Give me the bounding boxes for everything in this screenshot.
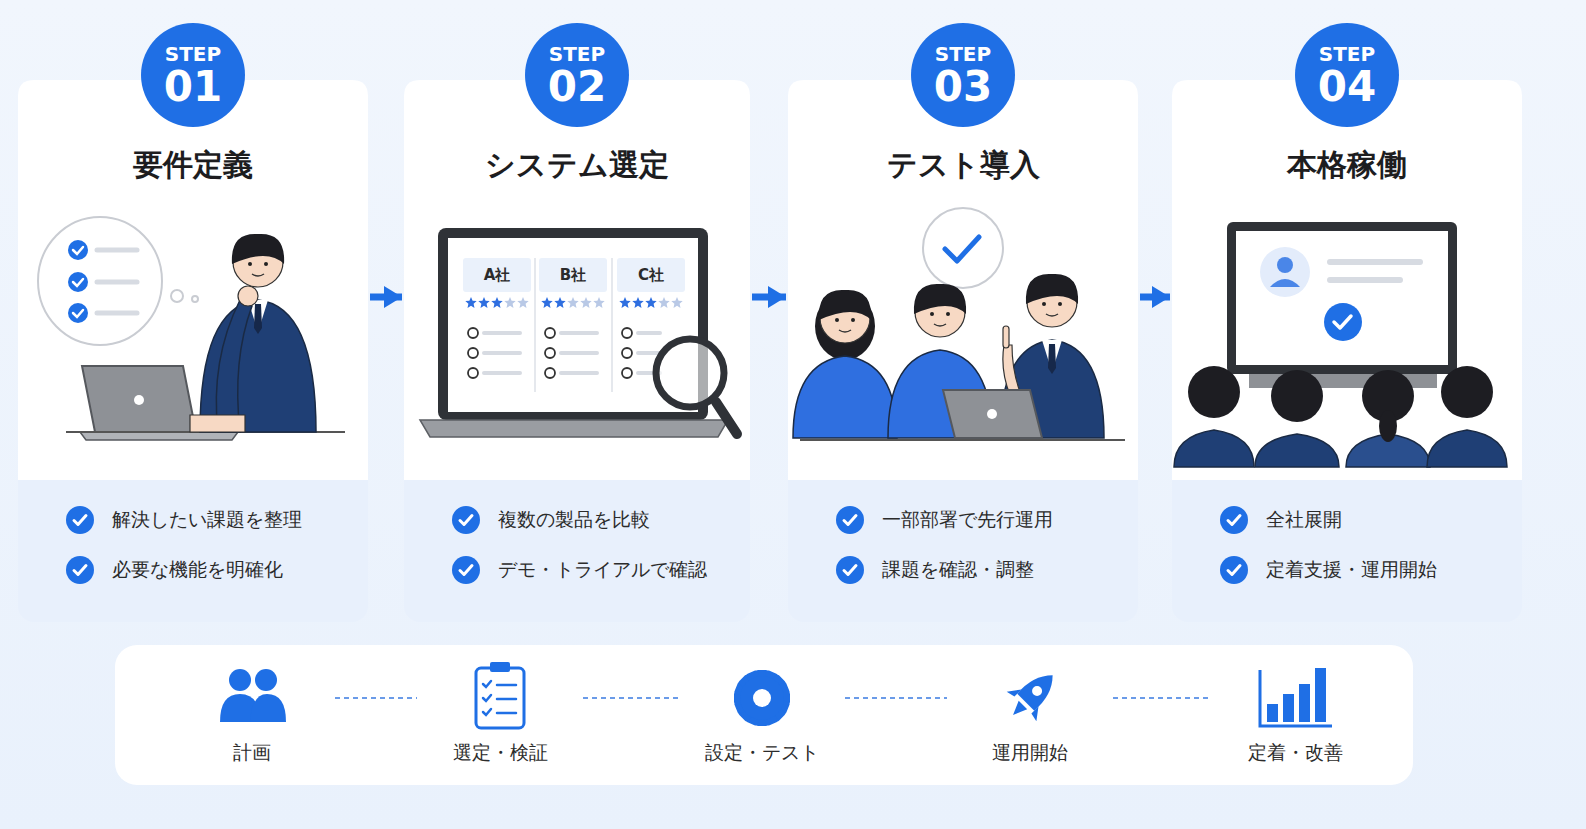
phase-panel xyxy=(115,645,1413,785)
step-badge: STEP03 xyxy=(911,23,1015,127)
badge-label: STEP xyxy=(935,43,991,65)
step-bullet-text: 解決したい課題を整理 xyxy=(112,507,302,533)
bullet-item: 複数の製品を比較 xyxy=(452,502,750,538)
phase-label: 選定・検証 xyxy=(417,740,583,766)
step-bullet-text: 課題を確認・調整 xyxy=(882,557,1034,583)
vendor-label: B社 xyxy=(560,266,586,285)
step-badge: STEP04 xyxy=(1295,23,1399,127)
check-icon xyxy=(66,556,94,584)
step-arrow xyxy=(752,294,786,301)
step-number: 02 xyxy=(548,65,606,109)
check-icon xyxy=(836,506,864,534)
step-bullet-text: 必要な機能を明確化 xyxy=(112,557,283,583)
badge-label: STEP xyxy=(549,43,605,65)
phase-item: 定着・改善 xyxy=(1212,662,1378,770)
bullet-item: 解決したい課題を整理 xyxy=(66,502,368,538)
check-circle xyxy=(923,208,1003,288)
step-card: 要件定義解決したい課題を整理必要な機能を明確化STEP01 xyxy=(18,80,368,622)
step-arrow xyxy=(370,294,402,301)
dashed-connector xyxy=(335,697,417,699)
check-icon xyxy=(836,556,864,584)
check-icon xyxy=(66,506,94,534)
magnifier xyxy=(656,339,737,434)
card-background xyxy=(404,80,750,622)
bullet-item: 必要な機能を明確化 xyxy=(66,552,368,588)
step-badge: STEP02 xyxy=(525,23,629,127)
card-top xyxy=(1172,80,1522,480)
card-top xyxy=(788,80,1138,480)
bullet-item: 定着支援・運用開始 xyxy=(1220,552,1522,588)
vendor-label: A社 xyxy=(484,266,511,285)
check-icon xyxy=(1220,506,1248,534)
dashed-connector xyxy=(845,697,947,699)
people-icon xyxy=(220,669,286,722)
team-people xyxy=(793,274,1104,438)
phase-label: 定着・改善 xyxy=(1212,740,1378,766)
bullet-item: 課題を確認・調整 xyxy=(836,552,1138,588)
phase-label: 計画 xyxy=(169,740,335,766)
step-bullet-text: 全社展開 xyxy=(1266,507,1342,533)
step-number: 01 xyxy=(164,65,222,109)
card-background xyxy=(1172,80,1522,622)
thinking-man xyxy=(190,234,316,432)
phase-item: 設定・テスト xyxy=(679,662,845,770)
bullet-item: 一部部署で先行運用 xyxy=(836,502,1138,538)
badge-label: STEP xyxy=(1319,43,1375,65)
phase-item: 計画 xyxy=(169,662,335,770)
step-title: システム選定 xyxy=(404,145,750,185)
bar-chart-icon xyxy=(1260,668,1332,726)
bullet-item: デモ・トライアルで確認 xyxy=(452,552,750,588)
badge-label: STEP xyxy=(165,43,221,65)
check-icon xyxy=(452,506,480,534)
gear-icon xyxy=(734,670,790,726)
step-number: 04 xyxy=(1318,65,1376,109)
phase-label: 運用開始 xyxy=(947,740,1113,766)
step-title: 要件定義 xyxy=(18,145,368,185)
monitor xyxy=(1227,222,1457,388)
dashed-connector xyxy=(1113,697,1212,699)
check-icon xyxy=(452,556,480,584)
check-icon xyxy=(1220,556,1248,584)
step-card: 本格稼働全社展開定着支援・運用開始STEP04 xyxy=(1172,80,1522,622)
step-arrow xyxy=(1140,294,1170,301)
card-background xyxy=(788,80,1138,622)
card-background xyxy=(18,80,368,622)
rocket-icon xyxy=(998,661,1067,730)
step-number: 03 xyxy=(934,65,992,109)
thought-bubble xyxy=(38,217,198,345)
team-laptop xyxy=(800,390,1125,440)
bullet-item: 全社展開 xyxy=(1220,502,1522,538)
checklist-icon xyxy=(476,662,524,728)
vendor-label: C社 xyxy=(638,266,664,285)
comparison-laptop xyxy=(420,228,728,437)
step-bullet-text: デモ・トライアルで確認 xyxy=(498,557,707,583)
step-bullet-text: 一部部署で先行運用 xyxy=(882,507,1053,533)
dashed-connector xyxy=(583,697,679,699)
card-top xyxy=(404,80,750,480)
step-card: テスト導入一部部署で先行運用課題を確認・調整STEP03 xyxy=(788,80,1138,622)
phase-item: 選定・検証 xyxy=(417,662,583,770)
step-title: テスト導入 xyxy=(788,145,1138,185)
card-top xyxy=(18,80,368,480)
phase-item: 運用開始 xyxy=(947,662,1113,770)
step-title: 本格稼働 xyxy=(1172,145,1522,185)
step-bullet-text: 複数の製品を比較 xyxy=(498,507,650,533)
step-badge: STEP01 xyxy=(141,23,245,127)
step-card: システム選定複数の製品を比較デモ・トライアルで確認STEP02 xyxy=(404,80,750,622)
step-bullet-text: 定着支援・運用開始 xyxy=(1266,557,1437,583)
phase-label: 設定・テスト xyxy=(679,740,845,766)
audience-people xyxy=(1174,366,1507,467)
